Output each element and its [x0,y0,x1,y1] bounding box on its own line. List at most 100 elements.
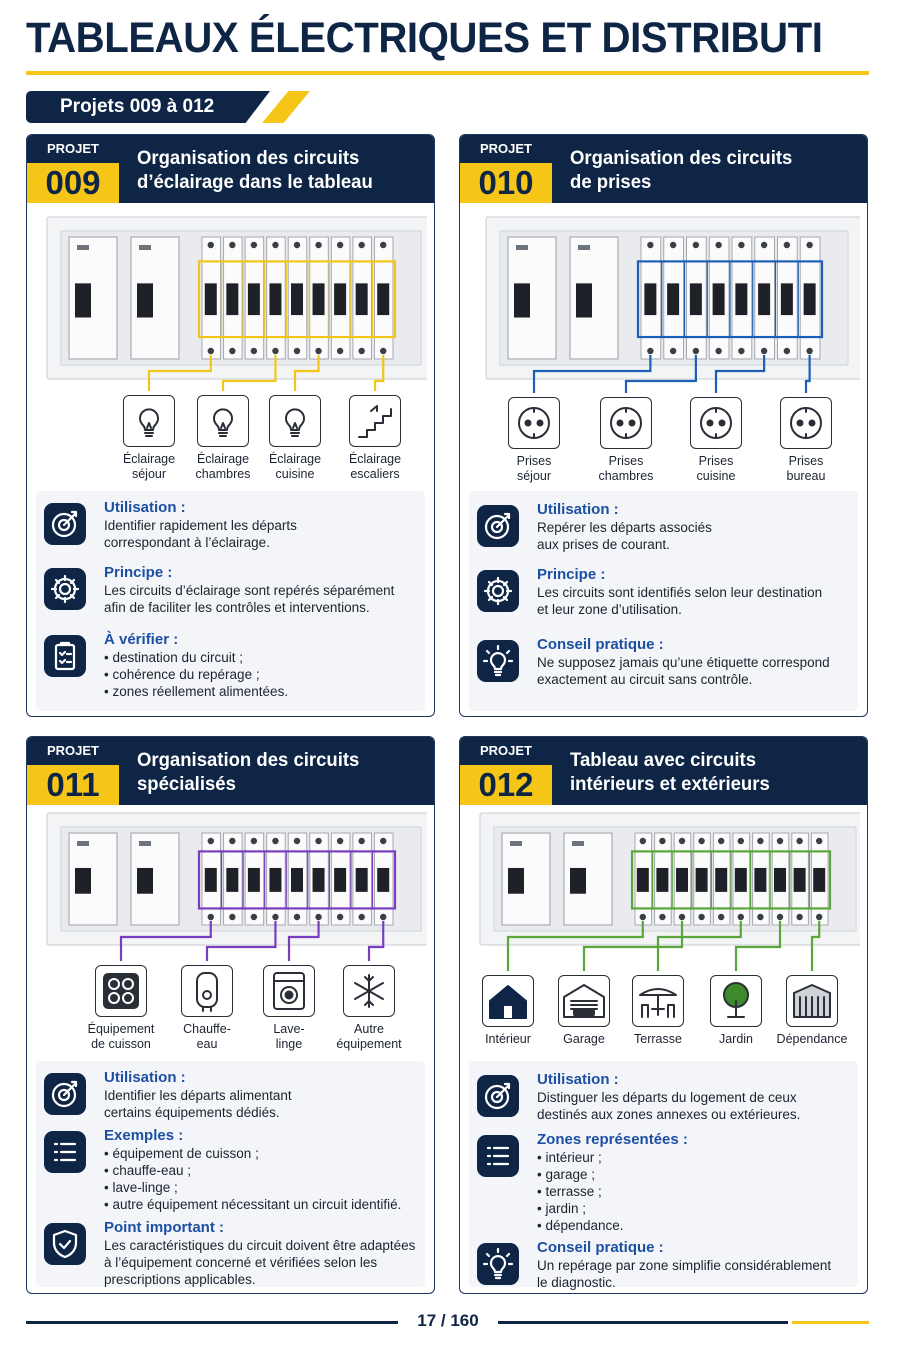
info-text-line: destinés aux zones annexes ou extérieure… [537,1107,801,1122]
project-title-line: Organisation des circuits [137,749,360,771]
info-text-line: prescriptions applicables. [104,1272,256,1287]
info-text-line: Distinguer les départs du logement de ce… [537,1090,797,1105]
water-heater-icon [181,965,233,1017]
info-text-line: le diagnostic. [537,1275,616,1290]
info-text: Distinguer les départs du logement de ce… [537,1089,867,1123]
stairs-icon [349,395,401,447]
device-label-line: équipement [336,1037,402,1051]
light-bulb-icon [197,395,249,447]
info-text-line: certains équipements dédiés. [104,1105,280,1120]
info-heading: Conseil pratique : [537,1239,664,1256]
device-label-line: Prises [608,454,644,468]
device-label-line: eau [196,1037,218,1051]
distribution-panel-diagram [485,216,860,393]
socket-icon [508,397,560,449]
info-heading: Utilisation : [104,499,186,516]
info-text-line: • lave-linge ; [104,1180,178,1195]
target-icon [44,503,86,545]
device-label: Lave-linge [244,1022,334,1052]
device-label-line: Intérieur [485,1032,531,1046]
device-label-line: Autre [354,1022,384,1036]
device-label-line: cuisine [275,467,315,481]
page-number: 17 / 160 [417,1311,479,1330]
info-text-line: Les circuits d’éclairage sont repérés sé… [104,583,395,598]
info-text-line: • autre équipement nécessitant un circui… [104,1197,402,1212]
light-bulb-icon [123,395,175,447]
device-label-line: Éclairage [348,452,402,466]
info-box: Utilisation :Distinguer les départs du l… [469,1061,858,1290]
info-heading: Principe : [104,564,173,581]
project-label: PROJET [479,141,532,156]
info-text-line: • terrasse ; [537,1184,602,1199]
info-text-line: exactement au circuit sans contrôle. [537,672,753,687]
device-label-line: Terrasse [634,1032,682,1046]
project-title-line: Organisation des circuits [570,147,793,169]
target-icon [477,505,519,547]
device-label: Dépendance [767,1032,857,1047]
info-heading: Conseil pratique : [537,636,664,653]
washing-machine-icon [263,965,315,1017]
device-label-line: linge [275,1037,303,1051]
info-text-line: à l’équipement concerné et vérifiées sel… [104,1255,378,1270]
info-text: • destination du circuit ;• cohérence du… [104,649,434,700]
info-text-line: • cohérence du repérage ; [104,667,260,682]
device-label-line: Éclairage [122,452,176,466]
project-number: 009 [27,163,119,203]
socket-icon [780,397,832,449]
target-icon [44,1073,86,1115]
device-label: Intérieur [463,1032,553,1047]
clipboard-check-icon [44,635,86,677]
distribution-panel-diagram [46,812,427,961]
gear-icon [477,570,519,612]
info-text-line: Les caractéristiques du circuit doivent … [104,1238,416,1253]
info-heading: Principe : [537,566,606,583]
lightbulb-tip-icon [477,640,519,682]
device-label-line: Prises [788,454,824,468]
info-text-line: • jardin ; [537,1201,586,1216]
info-heading: Point important : [104,1219,224,1236]
cooktop-icon [95,965,147,1017]
info-text-line: • zones réellement alimentées. [104,684,289,699]
info-text: Un repérage par zone simplifie considéra… [537,1257,867,1291]
project-title-line: spécialisés [137,773,236,795]
info-text-line: et leur zone d’utilisation. [537,602,682,617]
device-label-line: Éclairage [196,452,250,466]
info-text-line: • garage ; [537,1167,596,1182]
info-heading: Exemples : [104,1127,184,1144]
info-box: Utilisation :Repérer les départs associé… [469,491,858,711]
info-text-line: • chauffe-eau ; [104,1163,192,1178]
socket-icon [600,397,652,449]
info-text-line: afin de faciliter les contrôles et inter… [104,600,370,615]
distribution-panel-diagram [46,216,427,391]
device-label-line: Éclairage [268,452,322,466]
distribution-panel-diagram [479,812,860,971]
info-text-line: Les circuits sont identifiés selon leur … [537,585,823,600]
device-label-line: Lave- [273,1022,305,1036]
list-icon [44,1131,86,1173]
tree-icon [710,975,762,1027]
lightbulb-tip-icon [477,1243,519,1285]
info-text: Ne supposez jamais qu’une étiquette corr… [537,654,867,688]
info-text-line: aux prises de courant. [537,537,670,552]
device-label: Terrasse [613,1032,703,1047]
section-banner-bar [26,91,270,123]
socket-icon [690,397,742,449]
